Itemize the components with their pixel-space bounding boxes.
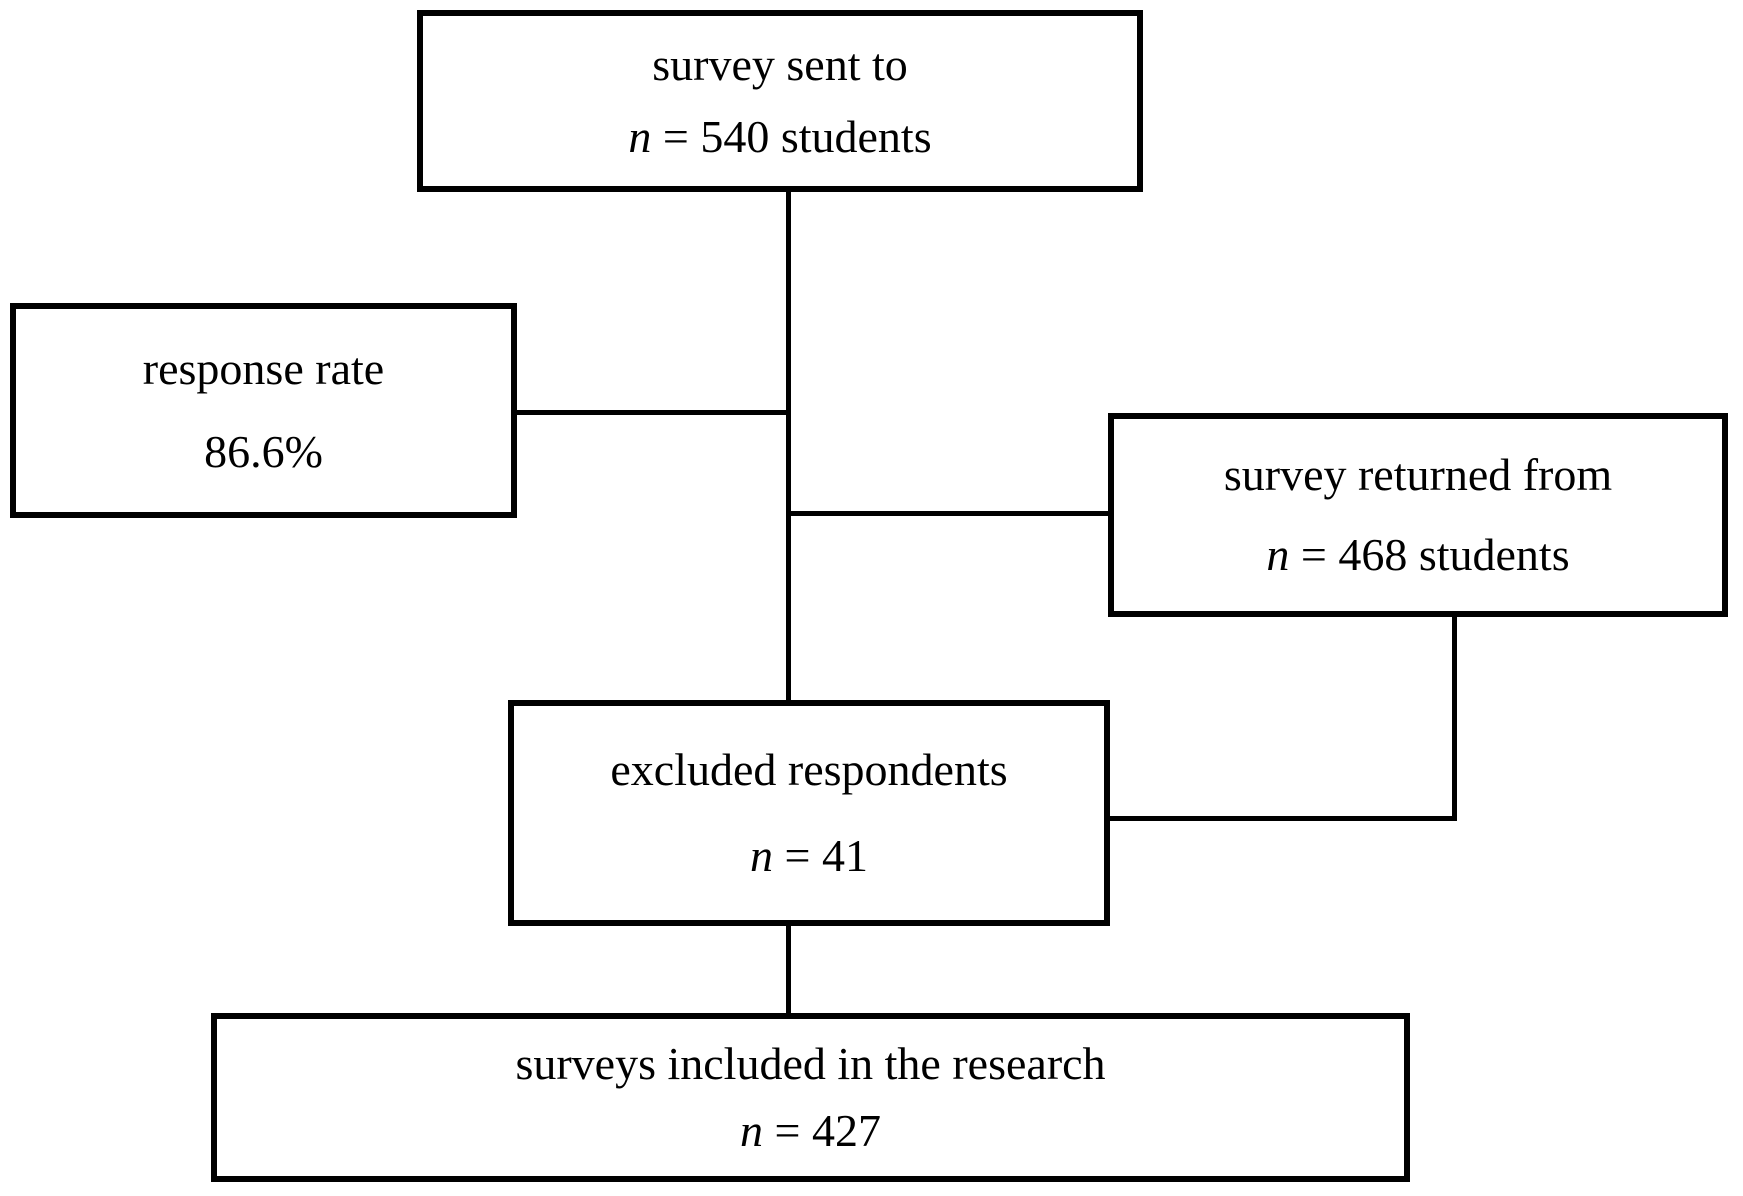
count-text: = 427	[763, 1105, 881, 1157]
connector-returned-horizontal	[786, 511, 1110, 516]
node-response-rate: response rate 86.6%	[10, 303, 517, 518]
node-surveys-included: surveys included in the research n = 427	[211, 1013, 1410, 1182]
node-response-rate-label: response rate	[142, 343, 385, 394]
count-text: = 468 students	[1289, 528, 1570, 580]
n-symbol: n	[740, 1105, 764, 1157]
node-survey-sent-count: n = 540 students	[628, 114, 931, 160]
n-symbol: n	[750, 830, 774, 882]
connector-sent-to-excluded-vertical	[786, 192, 791, 702]
node-excluded-respondents-count: n = 41	[750, 833, 868, 879]
connector-returned-to-excluded-horizontal	[1110, 816, 1457, 821]
node-survey-returned: survey returned from n = 468 students	[1108, 413, 1728, 617]
node-survey-returned-count: n = 468 students	[1266, 528, 1570, 580]
node-response-rate-value: 86.6%	[204, 426, 323, 477]
n-symbol: n	[1266, 528, 1290, 580]
node-excluded-respondents: excluded respondents n = 41	[508, 700, 1110, 926]
connector-returned-to-excluded-vertical	[1452, 617, 1457, 821]
node-surveys-included-count: n = 427	[740, 1108, 881, 1154]
node-survey-returned-label: survey returned from	[1223, 449, 1613, 501]
connector-excluded-to-included-vertical	[786, 926, 791, 1016]
n-symbol: n	[628, 111, 652, 162]
count-text: = 41	[773, 830, 868, 882]
node-excluded-respondents-label: excluded respondents	[610, 743, 1008, 795]
node-survey-sent-label: survey sent to	[652, 39, 908, 90]
connector-response-rate-horizontal	[517, 410, 789, 415]
count-text: = 540 students	[651, 111, 932, 162]
node-surveys-included-label: surveys included in the research	[515, 1037, 1106, 1089]
node-survey-sent: survey sent to n = 540 students	[417, 10, 1143, 192]
